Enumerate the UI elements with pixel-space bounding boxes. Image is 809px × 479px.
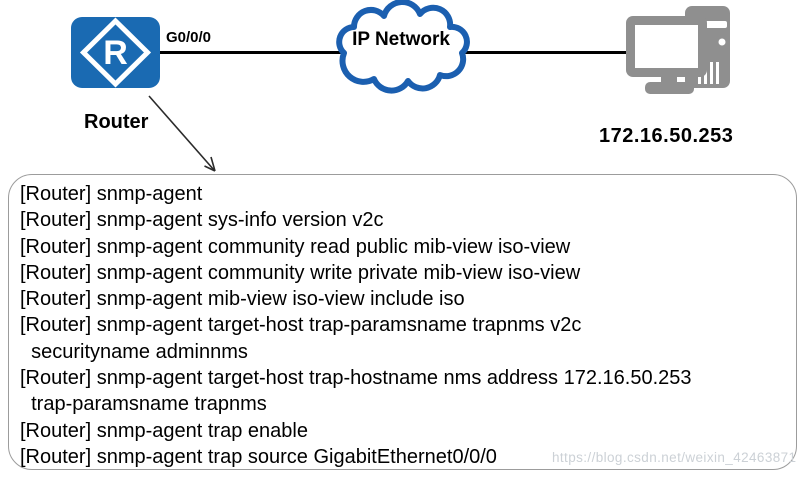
config-line: [Router] snmp-agent target-host trap-hos… [20, 367, 692, 390]
nms-computer-icon [626, 6, 730, 94]
monitor-screen [635, 25, 698, 68]
config-line: trap-paramsname trapnms [20, 393, 267, 416]
cli-config-box: [Router] snmp-agent [Router] snmp-agent … [8, 174, 797, 470]
config-line: [Router] snmp-agent community read publi… [20, 235, 571, 258]
interface-label: G0/0/0 [166, 29, 212, 46]
router-diamond-icon [79, 17, 152, 88]
ip-network-cloud-icon [336, 0, 470, 94]
config-line: [Router] snmp-agent trap enable [20, 419, 308, 442]
monitor-base [645, 82, 694, 94]
router-icon: R [71, 17, 160, 88]
config-line: securityname adminnms [20, 340, 248, 363]
config-line: [Router] snmp-agent community write priv… [20, 261, 581, 284]
cloud-label: IP Network [352, 29, 450, 50]
config-line: [Router] snmp-agent [20, 183, 203, 205]
router-letter: R [103, 34, 128, 72]
cloud-outline [336, 0, 470, 94]
pc-vent [710, 62, 713, 84]
watermark-text: https://blog.csdn.net/weixin_42463871 [552, 450, 797, 465]
router-icon-body [71, 17, 160, 88]
monitor-neck [661, 75, 677, 85]
config-line: [Router] snmp-agent target-host trap-par… [20, 314, 582, 337]
callout-arrow-icon [148, 95, 216, 172]
config-line: [Router] snmp-agent sys-info version v2c [20, 209, 384, 232]
nms-ip-label: 172.16.50.253 [599, 125, 734, 147]
router-label: Router [84, 111, 149, 133]
pc-vent [716, 62, 719, 84]
config-line: [Router] snmp-agent trap source GigabitE… [20, 445, 497, 468]
config-line: [Router] snmp-agent mib-view iso-view in… [20, 288, 465, 311]
pc-tower-button [718, 38, 726, 46]
